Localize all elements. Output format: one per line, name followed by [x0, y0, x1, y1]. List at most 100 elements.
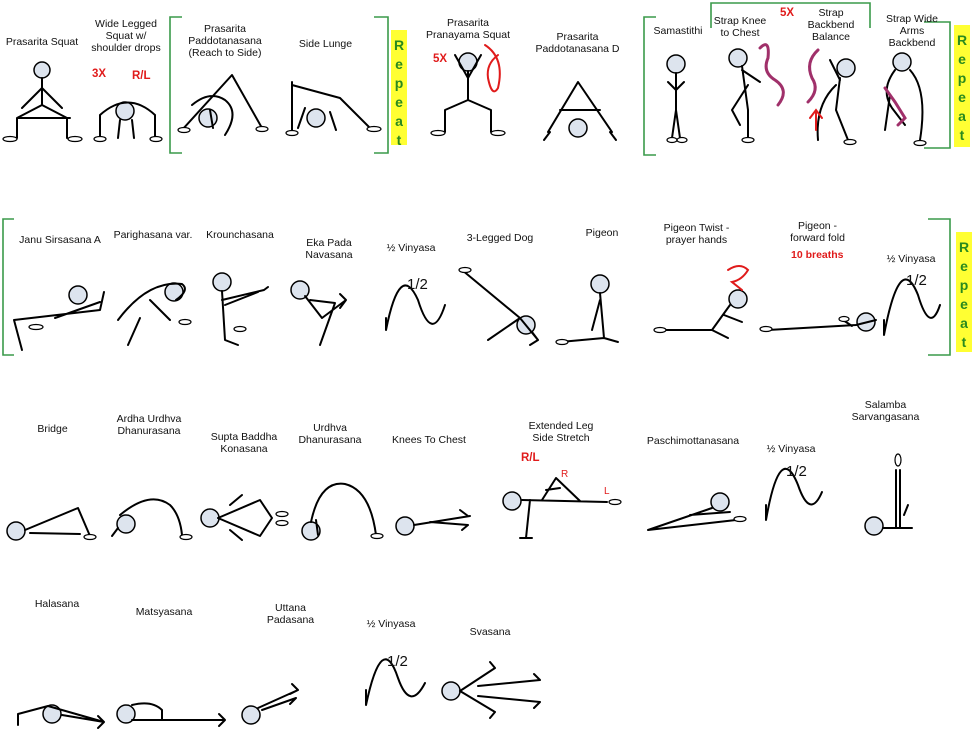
label-parighasana: Parighasana var.	[113, 229, 193, 241]
repeat-letter: a	[960, 315, 968, 331]
label-vinyasa-4: ½ Vinyasa	[766, 443, 816, 455]
repeat-letter: a	[958, 108, 966, 124]
repeat-letter: R	[956, 32, 968, 48]
label-vinyasa-5: ½ Vinyasa	[366, 618, 416, 630]
figure-eka-pada	[290, 280, 347, 346]
repeat-letter: e	[395, 56, 403, 72]
figure-strap-knee	[728, 43, 785, 144]
repeat-letter: t	[959, 127, 965, 143]
repeat-letter: e	[958, 51, 966, 67]
side-r-l-2: R/L	[521, 452, 540, 464]
repeat-letter: e	[960, 258, 968, 274]
figure-uttana	[241, 683, 299, 725]
label-ardha-urdhva: Ardha Urdhva Dhanurasana	[116, 413, 182, 437]
figure-bridge	[6, 507, 97, 541]
label-supta-baddha: Supta Baddha Konasana	[210, 431, 278, 455]
figure-prasarita-d	[543, 81, 617, 141]
label-paschimottanasana: Paschimottanasana	[646, 435, 740, 447]
figure-halasana	[17, 704, 105, 729]
label-halasana: Halasana	[34, 598, 80, 610]
figure-supta-baddha	[200, 494, 289, 541]
label-three-legged-dog: 3-Legged Dog	[466, 232, 534, 244]
figure-prasarita-squat	[2, 61, 83, 143]
figure-svasana	[441, 661, 541, 719]
label-bridge: Bridge	[37, 423, 68, 435]
label-strap-knee: Strap Knee to Chest	[713, 15, 767, 39]
figure-strap-backbend	[806, 48, 857, 146]
label-uttana: Uttana Padasana	[266, 602, 315, 626]
repeat-letter: p	[957, 70, 967, 86]
figure-pigeon-fold	[759, 312, 877, 333]
repeat-letter: e	[960, 296, 968, 312]
label-strap-backbend: Strap Backbend Balance	[807, 7, 855, 43]
figure-parighasana	[117, 282, 192, 346]
label-pigeon: Pigeon	[585, 227, 619, 239]
repeat-tag-3: R e p e a t	[956, 232, 972, 352]
half-marker-5: 1/2	[387, 653, 408, 670]
figure-janu-sirsasana	[13, 285, 105, 351]
figure-prasarita-reach	[177, 74, 269, 136]
figure-extended-leg	[502, 477, 622, 539]
label-wide-legged-squat: Wide Legged Squat w/ shoulder drops	[91, 18, 161, 54]
label-vinyasa-2: ½ Vinyasa	[386, 242, 436, 254]
figure-paschimottanasana	[647, 492, 747, 531]
repeat-bracket-open-3	[2, 218, 14, 356]
figure-three-legged-dog	[458, 266, 539, 346]
repeat-letter: a	[395, 113, 403, 129]
half-marker-3: 1/2	[906, 272, 927, 289]
figure-half-vinyasa-4	[765, 467, 823, 521]
label-samasthiti: Samastithi	[653, 25, 703, 37]
side-l-marker: L	[604, 486, 610, 497]
label-side-lunge: Side Lunge	[298, 38, 353, 50]
label-prasarita-pranayama: Prasarita Pranayama Squat	[425, 17, 511, 41]
figure-krounchasana	[212, 272, 269, 346]
figure-half-vinyasa-5	[365, 658, 426, 706]
label-extended-leg: Extended Leg Side Stretch	[528, 420, 594, 444]
repeat-letter: t	[961, 334, 967, 350]
count-5x-2: 5X	[780, 7, 795, 19]
side-r-marker: R	[561, 469, 569, 480]
figure-matsyasana	[116, 702, 226, 727]
repeat-letter: R	[958, 239, 970, 255]
side-r-l-1: R/L	[132, 70, 151, 82]
label-strap-wide: Strap Wide Arms Backbend	[886, 13, 938, 49]
repeat-bracket-open-1	[169, 16, 182, 154]
label-prasarita-squat: Prasarita Squat	[5, 36, 79, 48]
label-vinyasa-3: ½ Vinyasa	[886, 253, 936, 265]
label-janu-sirsasana: Janu Sirsasana A	[19, 234, 101, 246]
figure-strap-wide	[883, 52, 927, 147]
label-salamba: Salamba Sarvangasana	[851, 399, 920, 423]
repeat-letter: e	[958, 89, 966, 105]
label-svasana: Svasana	[469, 626, 511, 638]
figure-salamba	[864, 453, 913, 536]
figure-urdhva-dhanurasana	[301, 482, 384, 541]
count-3x: 3X	[92, 68, 107, 80]
repeat-bracket-close-2	[924, 21, 951, 149]
repeat-bracket-close-3	[928, 218, 951, 356]
label-pigeon-twist: Pigeon Twist - prayer hands	[663, 222, 730, 246]
figure-wide-legged-squat	[93, 101, 163, 143]
repeat-bracket-open-2	[643, 16, 656, 156]
repeat-letter: R	[393, 37, 405, 53]
figure-knees-to-chest	[395, 509, 471, 536]
repeat-letter: p	[959, 277, 969, 293]
figure-ardha-urdhva	[111, 498, 193, 541]
repeat-tag-2: R e p e a t	[954, 25, 970, 147]
figure-prasarita-pranayama	[430, 44, 506, 137]
label-matsyasana: Matsyasana	[135, 606, 193, 618]
label-knees-to-chest: Knees To Chest	[392, 434, 466, 446]
count-5x-1: 5X	[433, 53, 448, 65]
figure-pigeon	[555, 274, 619, 346]
repeat-letter: p	[394, 75, 404, 91]
repeat-tag-1: R e p e a t	[391, 30, 407, 148]
repeat-letter: e	[395, 94, 403, 110]
figure-samasthiti	[666, 54, 688, 144]
label-eka-pada: Eka Pada Navasana	[305, 237, 353, 261]
label-prasarita-d: Prasarita Paddotanasana D	[535, 31, 620, 55]
label-prasarita-reach: Prasarita Paddotanasana (Reach to Side)	[188, 23, 262, 59]
half-marker-4: 1/2	[786, 463, 807, 480]
figure-half-vinyasa-3	[883, 278, 941, 336]
half-marker-2: 1/2	[407, 276, 428, 293]
label-urdhva-dhanurasana: Urdhva Dhanurasana	[298, 422, 362, 446]
